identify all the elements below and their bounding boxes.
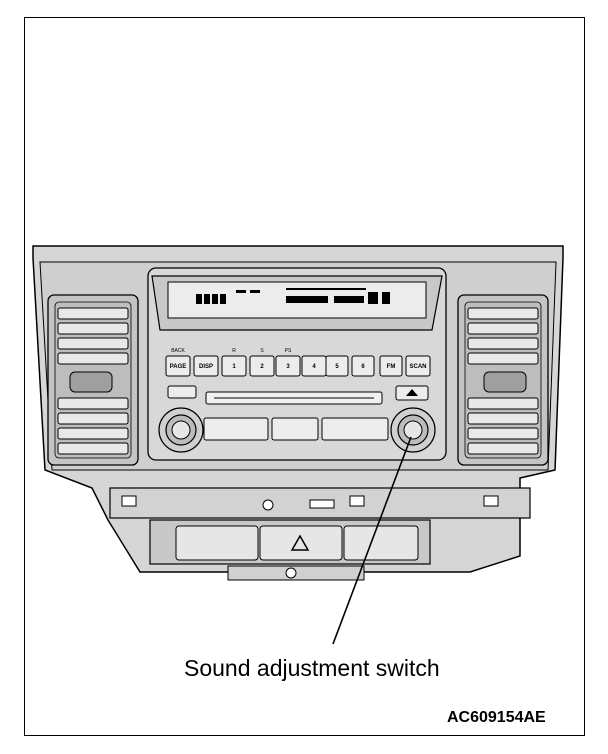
head-unit-button-label: 3 [286,364,290,370]
left-air-vent [47,294,139,466]
head-unit-button-caption: BACK [171,348,185,354]
callout-label: Sound adjustment switch [184,655,440,681]
callout-leader-line [332,436,412,645]
head-unit-button-label: 5 [335,364,339,370]
right-air-vent [457,294,549,466]
head-unit-button-caption: S [260,348,264,354]
hazard-switch [259,525,343,561]
figure-code: AC609154AE [447,709,546,726]
head-unit-button-label: 4 [312,364,316,370]
power-volume-knob [158,407,204,453]
sound-adjustment-switch [390,407,436,453]
head-unit-button-label: SCAN [409,364,426,370]
head-unit-button-caption: R [232,348,236,354]
hazard-icon [290,534,310,551]
lower-console-panel [109,487,531,581]
head-unit-button-label: 1 [232,364,236,370]
head-unit-button-label: DISP [199,364,213,370]
figure-border [24,17,585,736]
head-unit-button-label: PAGE [170,364,187,370]
head-unit-button-label: 6 [361,364,365,370]
lcd-segments [196,288,390,304]
head-unit-button-caption: PS [285,348,292,354]
preset-button-row [165,355,431,377]
audio-head-unit: PAGE DISP 1 2 3 4 5 6 FM SCAN BACK R S PS [147,267,447,461]
head-unit-button-label: FM [387,364,396,370]
head-unit-button-label: 2 [260,364,264,370]
